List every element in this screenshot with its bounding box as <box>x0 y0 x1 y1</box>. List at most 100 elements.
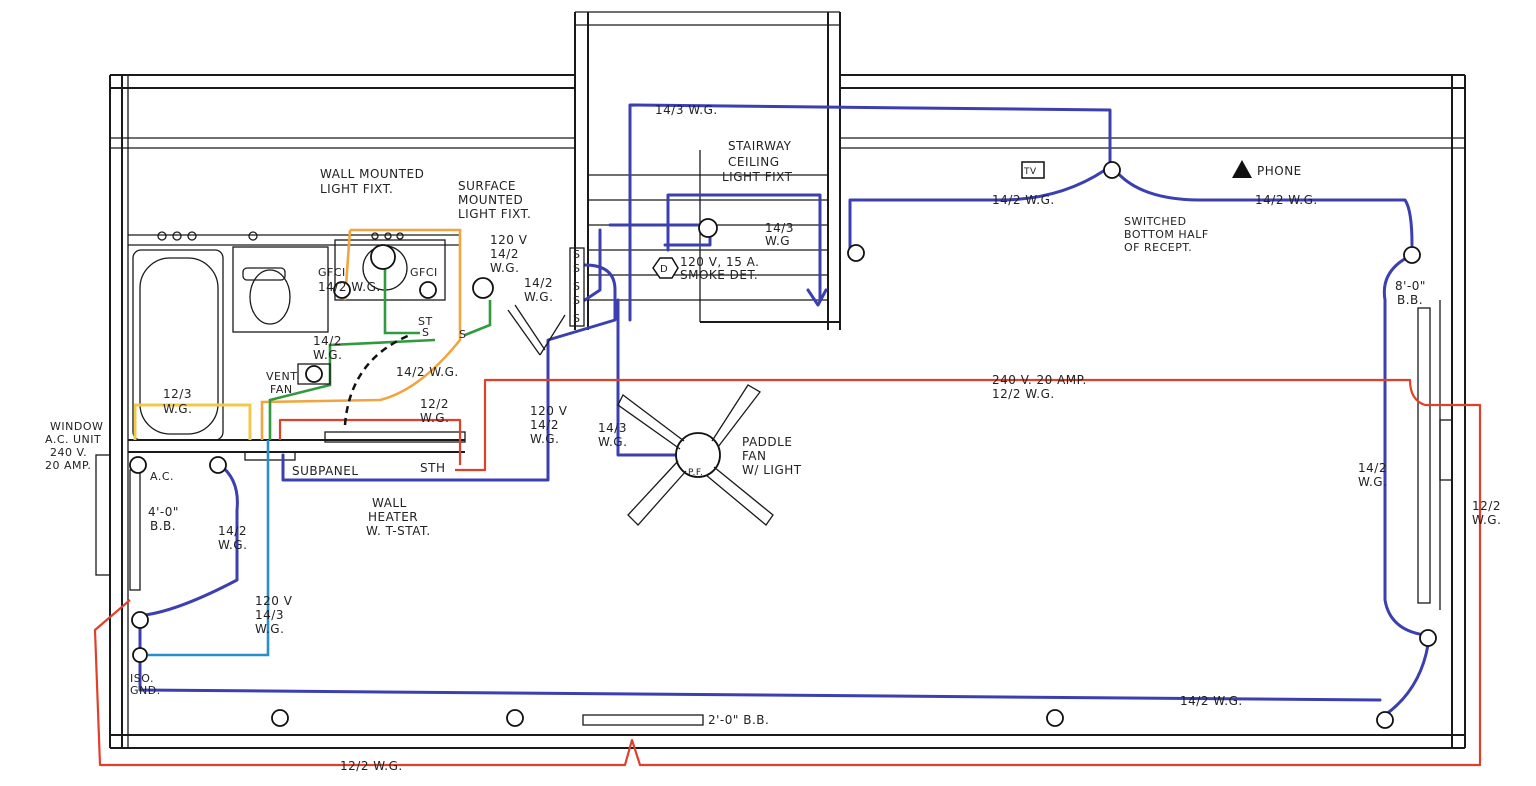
label-wall-mounted: WALL MOUNTED <box>320 167 424 181</box>
label-sw-wg: W.G. <box>524 290 553 304</box>
label-switch-2: S <box>573 262 580 275</box>
label-wall-light-fixt: LIGHT FIXT. <box>320 182 393 196</box>
label-switch-6: S <box>422 326 429 339</box>
label-switched: SWITCHED <box>1124 215 1187 228</box>
label-pf: P.F. <box>688 468 703 478</box>
label-14-2-a: 14/2 <box>490 247 519 261</box>
label-phone: PHONE <box>1257 164 1302 178</box>
label-240v-20amp: 240 V. 20 AMP. <box>992 373 1087 387</box>
label-subpanel: SUBPANEL <box>292 464 359 478</box>
label-ceiling-light: LIGHT FIXT <box>722 170 793 184</box>
label-240v: 240 V. <box>50 446 87 459</box>
outlet-symbol <box>847 244 865 262</box>
label-right-12-2: 12/2 <box>1472 499 1501 513</box>
outlet-symbol <box>271 709 289 727</box>
label-gfci-left: GFCI <box>318 266 346 279</box>
label-paddle-fan: FAN <box>742 449 767 463</box>
label-bottom-14-2: 14/2 W.G. <box>1180 694 1243 708</box>
label-wall: WALL <box>372 496 407 510</box>
label-surface: SURFACE <box>458 179 516 193</box>
label-smoke-2: SMOKE DET. <box>680 268 758 282</box>
label-surface-light-fixt: LIGHT FIXT. <box>458 207 531 221</box>
label-fan: FAN <box>270 383 293 396</box>
label-fan-wg: W.G. <box>598 435 627 449</box>
tv-symbol <box>1021 161 1045 179</box>
outlet-symbol <box>419 281 437 299</box>
circuits <box>93 103 1482 767</box>
label-wire-14-2-top-mid: 14/2 W.G. <box>992 193 1055 207</box>
label-bath-12-2: 12/2 <box>420 397 449 411</box>
label-bottom-12-2: 12/2 W.G. <box>340 759 403 773</box>
label-paddle: PADDLE <box>742 435 792 449</box>
label-stair-14-3: 14/3 <box>765 221 794 235</box>
devices <box>129 160 1437 729</box>
label-gfci-wire: 14/2 W.G. <box>318 280 381 294</box>
smoke-detector-symbol <box>652 257 679 279</box>
label-bb-left: 4'-0" <box>148 505 179 519</box>
outlet-symbol <box>129 456 147 474</box>
label-left-14-2: 14/2 <box>313 334 342 348</box>
label-20amp: 20 AMP. <box>45 459 91 472</box>
outlet-symbol <box>1376 711 1394 729</box>
outlet-symbol <box>333 281 351 299</box>
wall-light-symbol <box>370 244 396 270</box>
label-14-2-b: 14/2 <box>530 418 559 432</box>
label-ac-unit: A.C. UNIT <box>45 433 101 446</box>
label-right-wg: W.G. <box>1358 475 1387 489</box>
paddle-fan <box>617 384 774 526</box>
label-switch-1: S <box>573 248 580 261</box>
label-wg-b: W.G. <box>530 432 559 446</box>
label-bb-left-bb: B.B. <box>150 519 176 533</box>
vent-fan-symbol <box>297 363 331 385</box>
label-120v-a: 120 V <box>490 233 528 247</box>
surface-light-symbol <box>472 277 494 299</box>
label-tv: TV <box>1023 167 1037 177</box>
labels: 14/3 W.G. STAIRWAY CEILING LIGHT FIXT TV… <box>45 103 1501 773</box>
outlet-symbol <box>1403 246 1421 264</box>
label-14-3: 14/3 <box>255 608 284 622</box>
outlet-symbol <box>131 611 149 629</box>
label-12-3-wg: W.G. <box>163 402 192 416</box>
label-switch-4: S <box>573 294 580 307</box>
label-sw-14-2: 14/2 <box>524 276 553 290</box>
label-iso: ISO. <box>130 672 154 685</box>
label-gfci-right: GFCI <box>410 266 438 279</box>
label-fan-14-3: 14/3 <box>598 421 627 435</box>
label-switch-7: S <box>459 328 466 341</box>
label-gnd: GND. <box>130 684 161 697</box>
label-switch-5: S <box>573 312 580 325</box>
outlet-symbol <box>1419 629 1437 647</box>
outlet-symbol <box>132 647 148 663</box>
label-sth: STH <box>420 461 445 475</box>
label-ceiling: CEILING <box>728 155 780 169</box>
label-ac: A.C. <box>150 470 174 483</box>
label-bb-right-bb: B.B. <box>1397 293 1423 307</box>
outlet-symbol <box>506 709 524 727</box>
label-wg-a: W.G. <box>490 261 519 275</box>
walls <box>95 11 1466 749</box>
label-12-3: 12/3 <box>163 387 192 401</box>
label-wire-14-2-top-right: 14/2 W.G. <box>1255 193 1318 207</box>
label-bottom-half: BOTTOM HALF <box>1124 228 1209 241</box>
label-tstat: W. T-STAT. <box>366 524 431 538</box>
label-bb-right: 8'-0" <box>1395 279 1426 293</box>
label-bath-wg: W.G. <box>420 411 449 425</box>
label-left-wg: W.G. <box>313 348 342 362</box>
label-of-recept: OF RECEPT. <box>1124 241 1192 254</box>
label-120v-14-3: 120 V <box>255 594 293 608</box>
label-heater: HEATER <box>368 510 418 524</box>
label-right-12-2-wg: W.G. <box>1472 513 1501 527</box>
outlet-symbol <box>1103 161 1121 179</box>
outlet-symbol <box>209 456 227 474</box>
label-mounted: MOUNTED <box>458 193 523 207</box>
label-right-14-2: 14/2 <box>1358 461 1387 475</box>
label-window: WINDOW <box>50 420 103 433</box>
label-vent: VENT <box>266 370 297 383</box>
label-lower-14-2: 14/2 <box>218 524 247 538</box>
label-w-light: W/ LIGHT <box>742 463 802 477</box>
label-14-3-wg: W.G. <box>255 622 284 636</box>
label-240v-12-2: 12/2 W.G. <box>992 387 1055 401</box>
label-smoke-symbol: D <box>660 264 668 275</box>
label-lower-wg: W.G. <box>218 538 247 552</box>
